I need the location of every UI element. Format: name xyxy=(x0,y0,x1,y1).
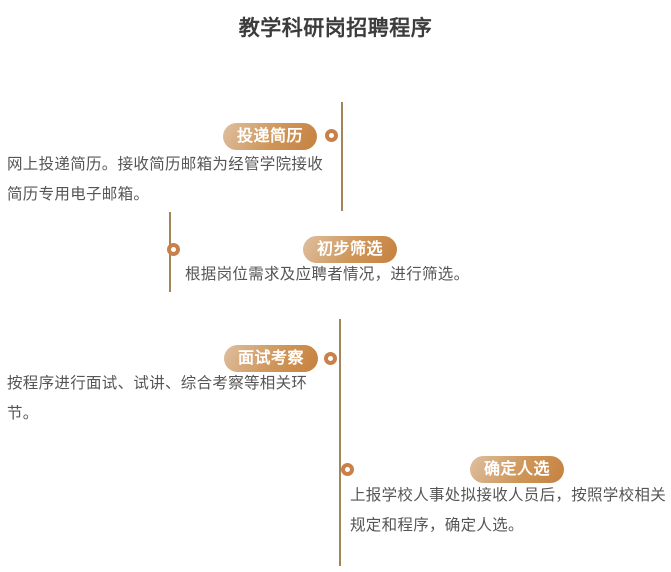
step-description-interview-assessment: 按程序进行面试、试讲、综合考察等相关环 节。 xyxy=(7,369,307,429)
step-description-line: 节。 xyxy=(7,405,39,422)
step-description-line: 规定和程序，确定人选。 xyxy=(350,517,524,534)
timeline-line-segment-3 xyxy=(339,319,341,566)
step-description-final-selection: 上报学校人事处拟接收人员后，按照学校相关 规定和程序，确定人选。 xyxy=(350,481,666,541)
step-description-line: 网上投递简历。接收简历邮箱为经管学院接收 xyxy=(7,156,324,173)
step-description-line: 简历专用电子邮箱。 xyxy=(7,186,150,203)
step-description-initial-screening: 根据岗位需求及应聘者情况，进行筛选。 xyxy=(185,260,469,290)
step-description-submit-resume: 网上投递简历。接收简历邮箱为经管学院接收 简历专用电子邮箱。 xyxy=(7,150,323,210)
step-badge-initial-screening: 初步筛选 xyxy=(303,236,398,263)
step-description-line: 按程序进行面试、试讲、综合考察等相关环 xyxy=(7,375,308,392)
timeline-line-segment-1 xyxy=(341,102,343,211)
timeline-dot-3 xyxy=(324,352,337,365)
timeline-dot-1 xyxy=(325,129,338,142)
step-badge-submit-resume: 投递简历 xyxy=(223,123,318,150)
step-description-line: 上报学校人事处拟接收人员后，按照学校相关 xyxy=(350,487,667,504)
step-badge-interview-assessment: 面试考察 xyxy=(224,345,319,372)
timeline-dot-4 xyxy=(341,463,354,476)
timeline-dot-2 xyxy=(167,243,180,256)
step-description-line: 根据岗位需求及应聘者情况，进行筛选。 xyxy=(185,266,470,283)
page-title: 教学科研岗招聘程序 xyxy=(238,17,433,40)
step-badge-final-selection: 确定人选 xyxy=(470,456,565,483)
